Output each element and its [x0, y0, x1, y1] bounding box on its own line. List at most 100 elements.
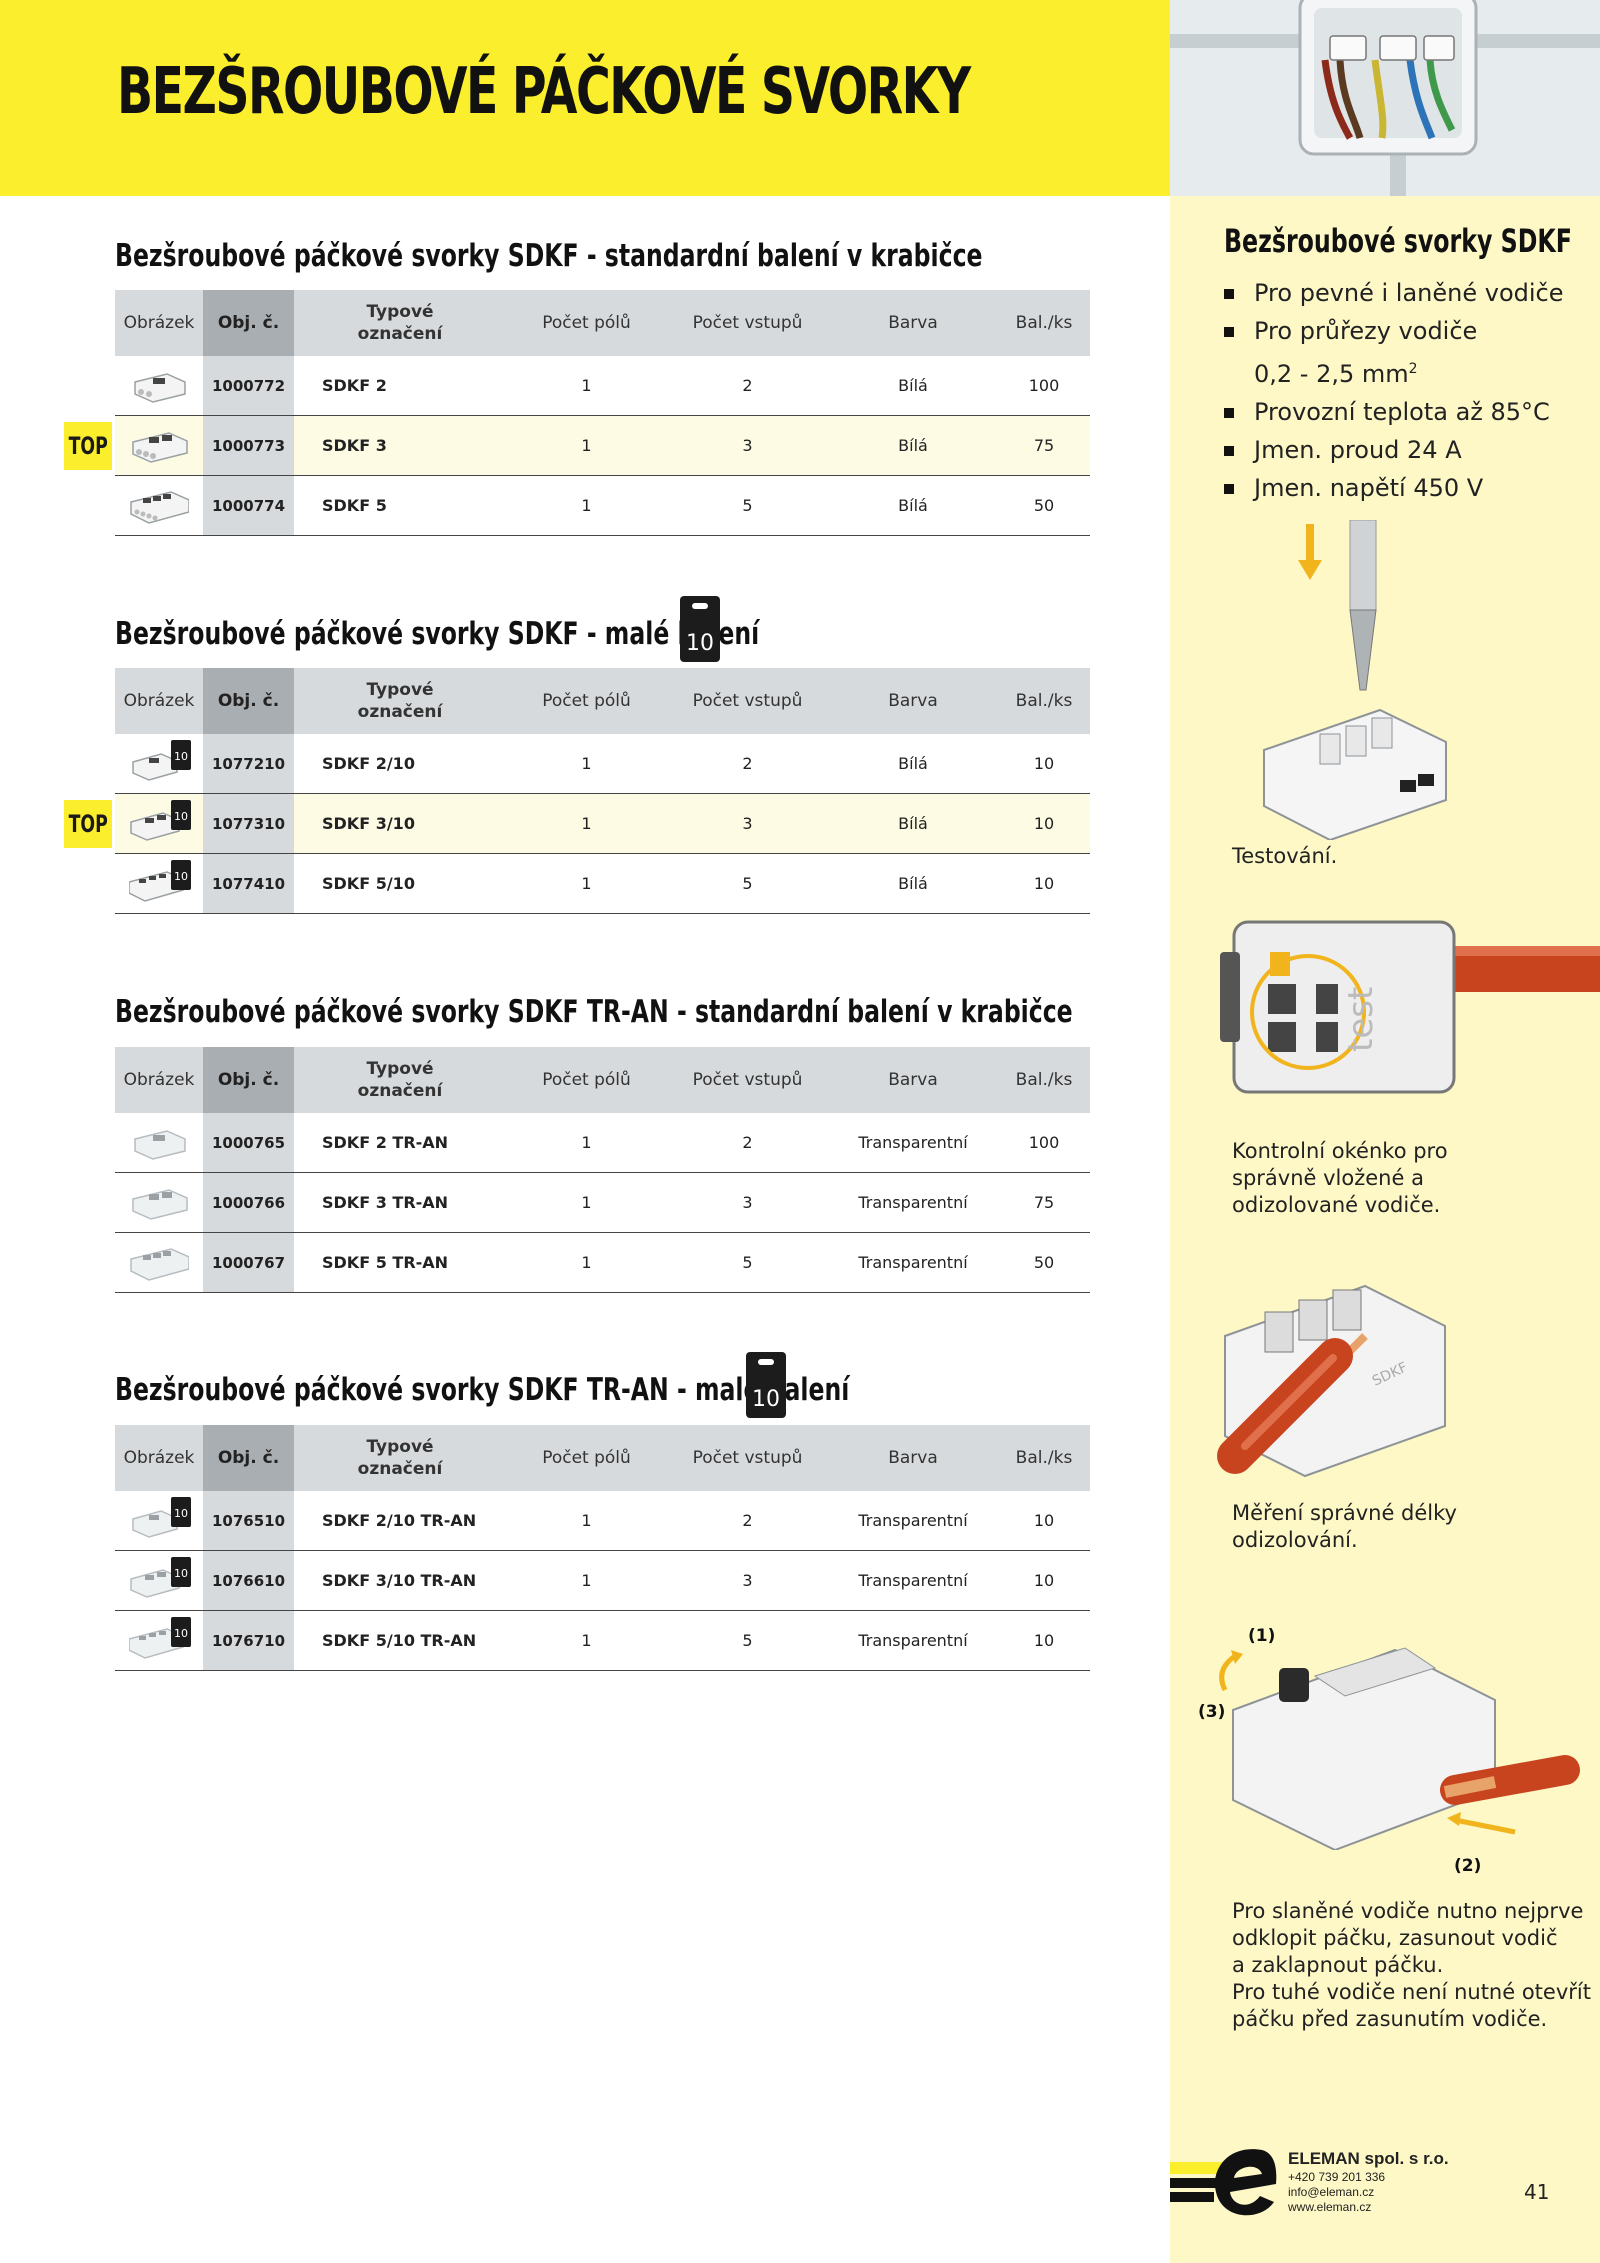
table-row: 10 1077410 SDKF 5/10 1 5 Bílá 10 — [115, 853, 1090, 914]
type-designation: SDKF 2 TR-AN — [294, 1113, 506, 1173]
table-row: 1000773 SDKF 3 1 3 Bílá 75 — [115, 415, 1090, 476]
order-number: 1077410 — [203, 853, 294, 914]
col-header-order-no: Obj. č. — [203, 1047, 294, 1113]
input-count: 5 — [667, 1232, 828, 1293]
type-designation: SDKF 2/10 — [294, 734, 506, 794]
feature-item: 0,2 - 2,5 mm2 — [1254, 360, 1418, 388]
pole-count: 1 — [506, 1113, 667, 1173]
color-value: Bílá — [828, 475, 998, 536]
type-designation: SDKF 5 — [294, 475, 506, 536]
order-number: 1000766 — [203, 1172, 294, 1233]
col-header-order-no: Obj. č. — [203, 1425, 294, 1491]
test-window-illustration: test — [1220, 912, 1600, 1106]
pack-10-icon: 10 — [171, 1556, 191, 1587]
product-image — [115, 1113, 203, 1173]
input-count: 5 — [667, 475, 828, 536]
strip-length-illustration: SDKF — [1205, 1276, 1455, 1500]
input-count: 2 — [667, 734, 828, 794]
col-header-poles: Počet pólů — [506, 1425, 667, 1491]
page-title: BEZŠROUBOVÉ PÁČKOVÉ SVORKY — [117, 55, 971, 129]
caption-stranded: Pro slaněné vodiče nutno nejprve odklopi… — [1232, 1899, 1591, 2031]
pack-count: 10 — [998, 734, 1090, 794]
page-number: 41 — [1524, 2180, 1550, 2204]
blister-pack-icon: 10 — [746, 1352, 786, 1418]
pole-count: 1 — [506, 1610, 667, 1671]
col-header-order-no: Obj. č. — [203, 668, 294, 734]
testing-illustration — [1250, 519, 1460, 844]
product-image — [115, 1172, 203, 1233]
top-badge: TOP — [64, 800, 112, 848]
blister-pack-icon: 10 — [680, 596, 720, 662]
pole-count: 1 — [506, 1232, 667, 1293]
feature-item: Pro pevné i laněné vodiče — [1222, 274, 1564, 312]
order-number: 1076610 — [203, 1550, 294, 1611]
caption-length: Měření správné délky odizolování. — [1232, 1501, 1457, 1552]
order-number: 1000773 — [203, 415, 294, 476]
col-header-inputs: Počet vstupů — [667, 1047, 828, 1113]
web-link[interactable]: www.eleman.cz — [1288, 2200, 1372, 2214]
col-header-inputs: Počet vstupů — [667, 668, 828, 734]
product-image — [115, 356, 203, 416]
order-number: 1000765 — [203, 1113, 294, 1173]
pole-count: 1 — [506, 356, 667, 416]
type-designation: SDKF 5/10 — [294, 853, 506, 914]
product-image: 10 — [115, 734, 203, 794]
product-image — [115, 475, 203, 536]
email-link[interactable]: info@eleman.cz — [1288, 2185, 1375, 2199]
pole-count: 1 — [506, 475, 667, 536]
col-header-poles: Počet pólů — [506, 1047, 667, 1113]
type-designation: SDKF 3 TR-AN — [294, 1172, 506, 1233]
table-row: 10 1077310 SDKF 3/10 1 3 Bílá 10 — [115, 793, 1090, 854]
section-title: Bezšroubové páčkové svorky SDKF TR-AN - … — [115, 1372, 850, 1408]
col-header-image: Obrázek — [115, 290, 203, 356]
section-title: Bezšroubové páčkové svorky SDKF - malé b… — [115, 616, 760, 652]
pack-10-icon: 10 — [171, 799, 191, 830]
color-value: Transparentní — [828, 1232, 998, 1293]
product-image: 10 — [115, 1610, 203, 1671]
table-row: 1000767 SDKF 5 TR-AN 1 5 Transparentní 5… — [115, 1232, 1090, 1293]
caption-window: Kontrolní okénko pro správně vložené a o… — [1232, 1139, 1448, 1217]
order-number: 1077210 — [203, 734, 294, 794]
pack-count: 10 — [998, 1610, 1090, 1671]
pack-10-icon: 10 — [171, 859, 191, 890]
table-row: 10 1076610 SDKF 3/10 TR-AN 1 3 Transpare… — [115, 1550, 1090, 1611]
order-number: 1000772 — [203, 356, 294, 416]
feature-item: Provozní teplota až 85°C — [1222, 393, 1564, 431]
col-header-poles: Počet pólů — [506, 290, 667, 356]
color-value: Transparentní — [828, 1610, 998, 1671]
pole-count: 1 — [506, 1491, 667, 1551]
col-header-color: Barva — [828, 290, 998, 356]
type-designation: SDKF 3/10 — [294, 793, 506, 854]
company-name: ELEMAN spol. s r.o. — [1288, 2149, 1449, 2168]
pack-count: 10 — [998, 1550, 1090, 1611]
header-band — [0, 0, 1170, 196]
type-designation: SDKF 5 TR-AN — [294, 1232, 506, 1293]
input-count: 3 — [667, 1550, 828, 1611]
pole-count: 1 — [506, 415, 667, 476]
color-value: Transparentní — [828, 1113, 998, 1173]
input-count: 5 — [667, 1610, 828, 1671]
table-row: 10 1076710 SDKF 5/10 TR-AN 1 5 Transpare… — [115, 1610, 1090, 1671]
table-row: 1000772 SDKF 2 1 2 Bílá 100 — [115, 356, 1090, 416]
col-header-image: Obrázek — [115, 1047, 203, 1113]
table-row: 1000766 SDKF 3 TR-AN 1 3 Transparentní 7… — [115, 1172, 1090, 1233]
pack-count: 10 — [998, 1491, 1090, 1551]
color-value: Bílá — [828, 793, 998, 854]
pack-count: 75 — [998, 415, 1090, 476]
phone: +420 739 201 336 — [1288, 2170, 1386, 2184]
product-image: 10 — [115, 1550, 203, 1611]
input-count: 3 — [667, 1172, 828, 1233]
input-count: 2 — [667, 1491, 828, 1551]
input-count: 3 — [667, 415, 828, 476]
color-value: Transparentní — [828, 1550, 998, 1611]
table-row: 1000774 SDKF 5 1 5 Bílá 50 — [115, 475, 1090, 536]
order-number: 1000767 — [203, 1232, 294, 1293]
order-number: 1076510 — [203, 1491, 294, 1551]
col-header-pack: Bal./ks — [998, 668, 1090, 734]
